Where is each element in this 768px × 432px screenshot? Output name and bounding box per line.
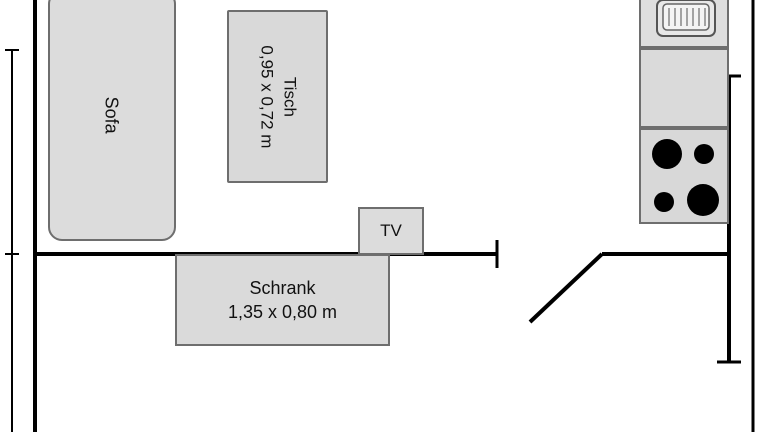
burner-small-bottom-left (654, 192, 674, 212)
cabinet-label-group: Schrank 1,35 x 0,80 m (228, 276, 337, 325)
sofa: Sofa (48, 0, 176, 241)
burner-large-top-left (652, 139, 682, 169)
cabinet: Schrank 1,35 x 0,80 m (175, 254, 390, 346)
sink-cabinet (639, 0, 729, 48)
table-size: 0,95 x 0,72 m (257, 44, 277, 149)
cabinet-size: 1,35 x 0,80 m (227, 302, 338, 322)
tv-label: TV (380, 220, 402, 240)
stove (639, 128, 729, 224)
table: Tisch 0,95 x 0,72 m (227, 10, 328, 183)
cabinet-name: Schrank (249, 277, 316, 298)
sink-icon (656, 0, 716, 37)
tv: TV (358, 207, 424, 255)
table-label-group: Tisch 0,95 x 0,72 m (255, 45, 301, 148)
door-leaf (528, 252, 604, 324)
kitchen-counter (639, 48, 729, 128)
stove-burners-icon (652, 139, 719, 216)
sofa-label: Sofa (102, 96, 123, 135)
burner-large-bottom-right (687, 184, 719, 216)
table-name: Tisch (280, 76, 300, 117)
burner-small-top-right (694, 144, 714, 164)
